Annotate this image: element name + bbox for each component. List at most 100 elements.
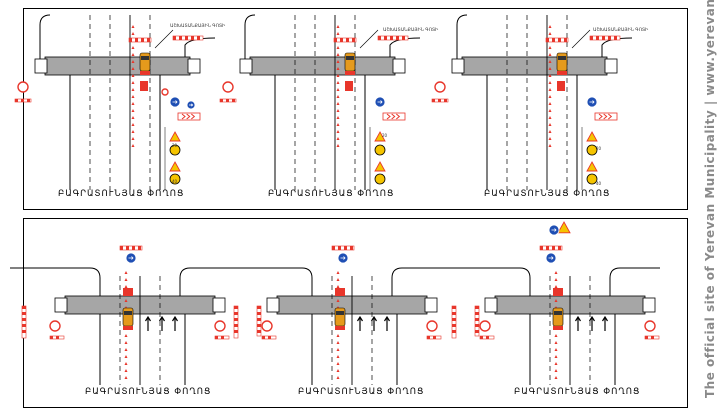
traffic-cone — [131, 32, 135, 35]
lane-arrow — [144, 315, 152, 331]
prohibition-sign — [426, 320, 438, 332]
traffic-cone — [548, 102, 552, 105]
speed-sign-value: 40 — [172, 179, 178, 184]
barrier-stripe — [22, 312, 26, 315]
barrier-stripe — [215, 336, 218, 339]
traffic-cone — [548, 109, 552, 112]
traffic-cone — [124, 369, 128, 372]
traffic-cone — [336, 285, 340, 288]
bridge-abutment — [604, 58, 618, 74]
traffic-cone — [548, 32, 552, 35]
overpass-bridge — [461, 56, 608, 76]
sign-arrow — [377, 100, 383, 104]
barrier-stripe — [346, 38, 349, 42]
bridge-abutment — [34, 58, 48, 74]
traffic-cone — [124, 362, 128, 365]
road-edge — [244, 14, 256, 67]
barrier-stripe — [232, 99, 235, 102]
barrier-stripe — [268, 336, 271, 339]
lane-arrow — [158, 315, 166, 331]
barrier-stripe — [452, 306, 456, 309]
callout-leader — [571, 29, 591, 49]
speed-sign-value: 20 — [596, 146, 602, 151]
barrier-stripe — [390, 36, 393, 40]
barrier-stripe — [22, 330, 26, 333]
warning-sign — [169, 161, 181, 172]
traffic-cone — [336, 334, 340, 337]
barrier-stripe — [552, 38, 555, 42]
road-edge — [456, 14, 468, 67]
traffic-cone — [124, 271, 128, 274]
vehicle-arrow-board — [557, 71, 567, 75]
callout-leader — [359, 29, 379, 49]
traffic-cone — [554, 362, 558, 365]
traffic-cone — [336, 376, 340, 379]
traffic-cone — [336, 81, 340, 84]
traffic-cone — [124, 334, 128, 337]
speed-sign-value: 40 — [596, 181, 602, 186]
traffic-cone — [336, 299, 340, 302]
work-zone-callout: ԱՇԽԱՏԱՆՔԱՅԻՆ ԳՈՏԻ — [170, 24, 226, 29]
barrier-stripe — [651, 336, 654, 339]
barrier-stripe — [564, 38, 567, 42]
street-label: ԲԱԳՐԱՏՈՒՆՅԱՑ ՓՈՂՈՑ — [58, 189, 185, 199]
maintenance-vehicle — [334, 307, 346, 327]
traffic-cone — [336, 271, 340, 274]
barrier-stripe — [552, 246, 555, 250]
vehicle-arrow-board — [345, 71, 355, 75]
road-edge — [601, 37, 633, 57]
chevron-mark — [186, 113, 191, 120]
traffic-cone — [336, 25, 340, 28]
traffic-cone — [554, 369, 558, 372]
barrier-stripe — [226, 99, 229, 102]
maintenance-vehicle — [344, 52, 356, 72]
watermark: The official site of Yerevan Municipalit… — [703, 0, 717, 398]
barrier-stripe — [21, 99, 24, 102]
sign-arrow — [589, 100, 595, 104]
chevron-mark — [396, 113, 401, 120]
traffic-cone — [554, 334, 558, 337]
warning-sign — [169, 131, 181, 142]
overpass-bridge — [249, 56, 396, 76]
traffic-cone — [131, 95, 135, 98]
barrier-stripe — [120, 246, 123, 250]
overpass-bridge — [44, 56, 191, 76]
chevron-mark — [598, 113, 603, 120]
street-label: ԲԱԳՐԱՏՈՒՆՅԱՑ ՓՈՂՈՑ — [298, 387, 425, 397]
barrier-stripe — [486, 336, 489, 339]
barrier-stripe — [645, 336, 648, 339]
lane-arrow — [171, 315, 179, 331]
chevron-mark — [181, 113, 186, 120]
maintenance-vehicle — [139, 52, 151, 72]
barrier-stripe — [614, 36, 617, 40]
traffic-cone — [131, 123, 135, 126]
barrier-stripe — [234, 306, 238, 309]
traffic-cone — [336, 278, 340, 281]
traffic-cone — [131, 67, 135, 70]
traffic-cone — [131, 46, 135, 49]
barrier-stripe — [590, 36, 593, 40]
road-edge — [609, 267, 660, 296]
traffic-cone — [131, 74, 135, 77]
traffic-cone — [124, 348, 128, 351]
chevron-mark — [191, 113, 196, 120]
traffic-cone — [124, 278, 128, 281]
traffic-cone — [336, 74, 340, 77]
barrier-stripe — [257, 306, 261, 309]
barrier — [451, 305, 457, 339]
chevron-mark — [608, 113, 613, 120]
traffic-cone — [336, 32, 340, 35]
barrier-stripe — [257, 324, 261, 327]
traffic-cone — [336, 144, 340, 147]
traffic-cone — [548, 53, 552, 56]
arrow-board — [557, 81, 565, 91]
prohibition-sign — [261, 320, 273, 332]
lane-arrow — [356, 315, 364, 331]
work-zone-callout: ԱՇԽԱՏԱՆՔԱՅԻՆ ԳՈՏԻ — [383, 28, 439, 33]
road-edge — [179, 267, 230, 296]
traffic-cone — [131, 144, 135, 147]
traffic-cone — [548, 25, 552, 28]
vehicle-arrow-board — [123, 326, 133, 330]
barrier-stripe — [22, 306, 26, 309]
barrier-stripe — [234, 318, 238, 321]
